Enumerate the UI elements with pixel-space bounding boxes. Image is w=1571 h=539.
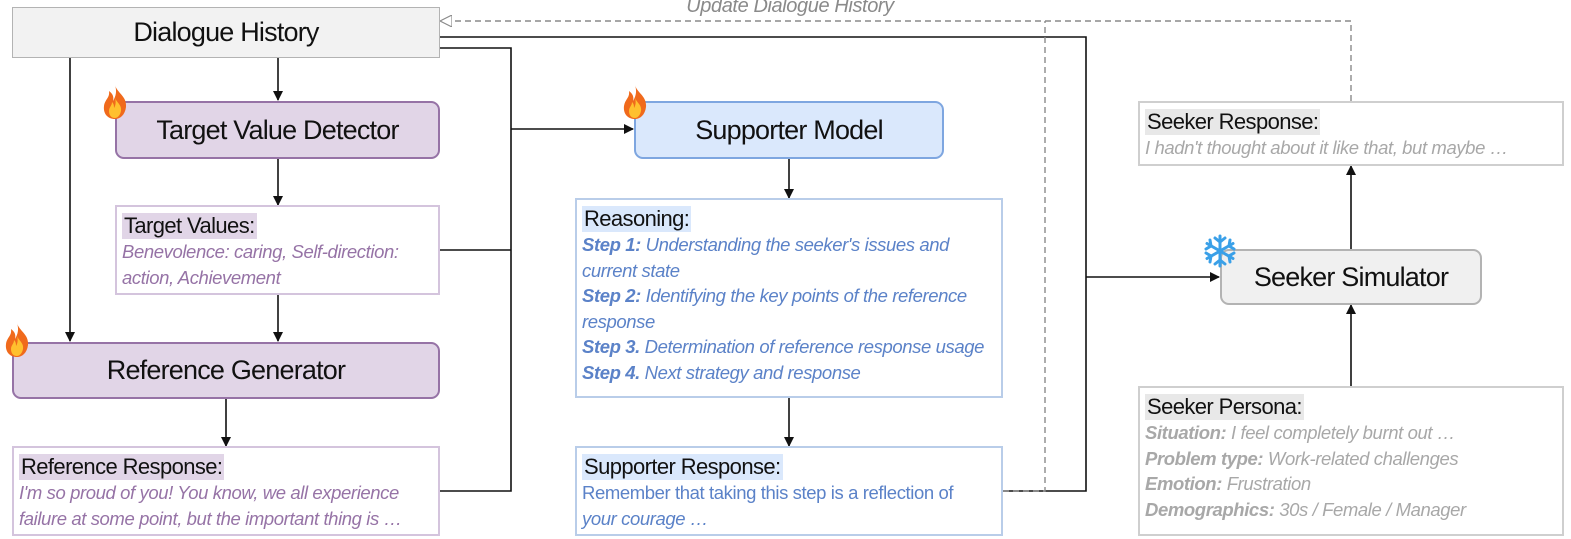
snowflake-icon [1204, 234, 1236, 268]
reasoning-step: Step 4. Next strategy and response [582, 360, 996, 386]
reasoning-step: Step 1: Understanding the seeker's issue… [582, 232, 996, 258]
persona-key: Emotion: [1145, 473, 1222, 494]
reasoning-step: Step 3. Determination of reference respo… [582, 334, 996, 360]
seeker-simulator-box: Seeker Simulator [1220, 249, 1482, 305]
persona-value: Frustration [1226, 473, 1311, 494]
flame-icon [5, 323, 29, 357]
supporter-model-label: Supporter Model [695, 114, 883, 145]
persona-row: Situation: I feel completely burnt out … [1145, 420, 1557, 446]
dashed-update-loop [441, 21, 1352, 101]
seeker-simulator-label: Seeker Simulator [1253, 261, 1449, 292]
reference-response-line: failure at some point, but the important… [19, 507, 402, 529]
target-values-line: Benevolence: caring, Self-direction: [122, 241, 399, 262]
supporter-response-panel: Supporter Response: Remember that taking… [575, 446, 1003, 536]
dialogue-history-label: Dialogue History [133, 17, 319, 47]
persona-key: Problem type: [1145, 447, 1264, 469]
reference-generator-box: Reference Generator [12, 342, 440, 399]
reference-response-title: Reference Response: [19, 454, 225, 480]
persona-key: Situation: [1145, 422, 1227, 443]
reasoning-step-cont: current state [582, 259, 680, 281]
reference-response-line: I'm so proud of you! You know, we all ex… [19, 482, 399, 503]
seeker-persona-title: Seeker Persona: [1145, 394, 1304, 420]
persona-value: Work-related challenges [1267, 447, 1459, 469]
reasoning-step-cont: response [582, 310, 655, 332]
dashed-supporter-to-update [1003, 21, 1046, 492]
reasoning-title: Reasoning: [582, 206, 692, 232]
reference-response-panel: Reference Response: I'm so proud of you!… [12, 446, 440, 536]
supporter-response-title: Supporter Response: [582, 454, 783, 480]
reasoning-step-key: Step 1: [582, 234, 641, 255]
supporter-response-line: your courage … [582, 507, 709, 529]
target-values-panel: Target Values: Benevolence: caring, Self… [115, 205, 440, 295]
persona-row: Emotion: Frustration [1145, 471, 1557, 497]
reasoning-step: Step 2: Identifying the key points of th… [582, 283, 996, 309]
reasoning-step-key: Step 4. [582, 361, 640, 383]
line-history-to-bus [440, 47, 512, 492]
supporter-response-line: Remember that taking this step is a refl… [582, 482, 954, 503]
dialogue-history-box: Dialogue History [12, 7, 440, 58]
target-value-detector-box: Target Value Detector [115, 101, 440, 159]
reasoning-step-key: Step 2: [582, 285, 641, 306]
reasoning-step-text: Next strategy and response [644, 361, 861, 383]
flame-icon [623, 85, 647, 119]
persona-row: Problem type: Work-related challenges [1145, 446, 1557, 472]
persona-value: 30s / Female / Manager [1279, 498, 1466, 520]
target-value-detector-label: Target Value Detector [156, 114, 399, 145]
reasoning-step-text: Identifying the key points of the refere… [645, 285, 968, 306]
reasoning-step-text: Determination of reference response usag… [644, 336, 985, 357]
supporter-model-box: Supporter Model [634, 101, 944, 159]
flame-icon [103, 85, 127, 119]
reasoning-step-text: Understanding the seeker's issues and [645, 234, 950, 255]
target-values-line: action, Achievement [122, 266, 281, 288]
reasoning-panel: Reasoning: Step 1: Understanding the see… [575, 198, 1003, 398]
persona-key: Demographics: [1145, 498, 1275, 520]
update-dialogue-history-label: Update Dialogue History [686, 0, 894, 17]
target-values-title: Target Values: [122, 213, 257, 239]
persona-row: Demographics: 30s / Female / Manager [1145, 497, 1557, 523]
seeker-response-title: Seeker Response: [1145, 109, 1321, 135]
seeker-persona-panel: Seeker Persona: Situation: I feel comple… [1138, 386, 1564, 536]
persona-value: I feel completely burnt out … [1231, 422, 1455, 443]
reasoning-step-key: Step 3. [582, 336, 640, 357]
reference-generator-label: Reference Generator [106, 355, 346, 385]
seeker-response-line: I hadn't thought about it like that, but… [1145, 137, 1508, 158]
seeker-response-panel: Seeker Response: I hadn't thought about … [1138, 101, 1564, 166]
